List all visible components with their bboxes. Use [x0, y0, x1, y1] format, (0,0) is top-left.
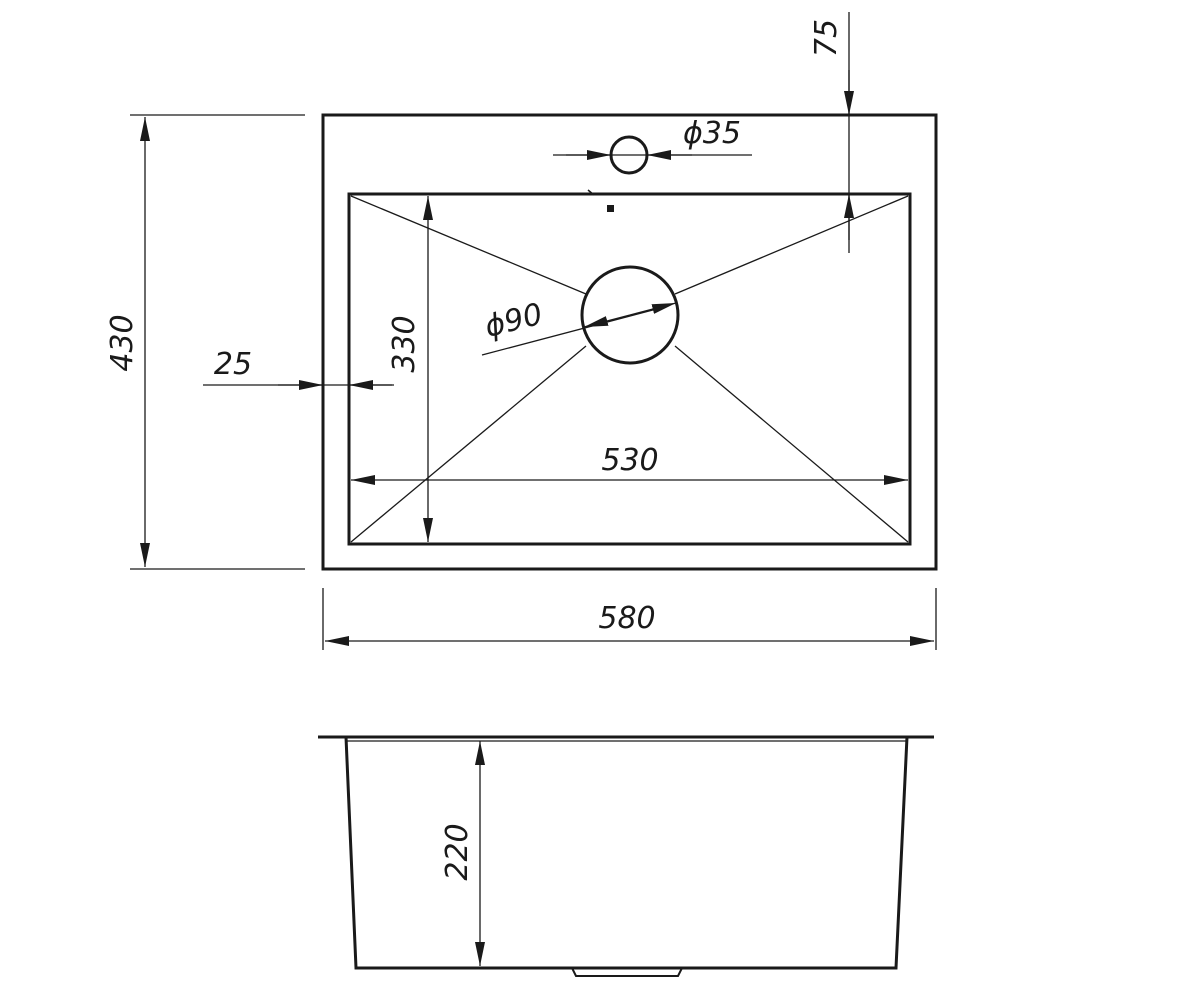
label-tap-offset: 75 [809, 19, 844, 57]
label-overall-width: 580 [598, 601, 655, 636]
bowl-slope-lines [350, 195, 909, 543]
dim-drain-diameter [481, 302, 677, 356]
label-bowl-depth: 330 [387, 315, 422, 372]
bowl-outline [347, 192, 912, 546]
label-drain-diameter: ϕ90 [481, 297, 546, 345]
top-view [130, 12, 938, 650]
label-tap-diameter: ϕ35 [683, 116, 741, 151]
label-bowl-height: 220 [440, 823, 475, 880]
label-edge-offset: 25 [214, 347, 252, 382]
label-overall-depth: 430 [105, 314, 140, 371]
side-view [318, 735, 934, 977]
dim-overall-width [322, 588, 937, 650]
dim-overall-depth [130, 114, 305, 570]
sink-outer-outline [321, 113, 938, 571]
drain-hole [580, 265, 680, 365]
drain-outlet [571, 967, 683, 977]
label-bowl-width: 530 [601, 443, 658, 478]
tap-mark [607, 205, 614, 212]
bowl-profile [344, 736, 909, 970]
